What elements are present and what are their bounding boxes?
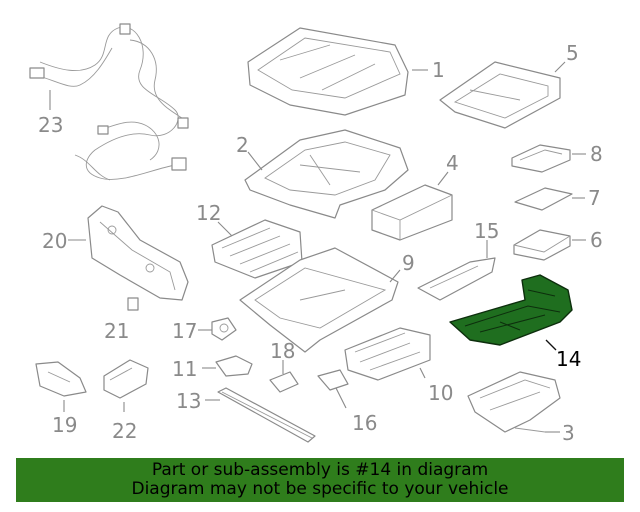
callout-5: 5 <box>566 41 579 65</box>
callout-2: 2 <box>236 133 249 157</box>
callout-22: 22 <box>112 419 137 443</box>
callout-9: 9 <box>402 251 415 275</box>
clip-part-21[interactable] <box>127 297 139 311</box>
switch-housing-part-19[interactable] <box>35 361 87 397</box>
callout-14: 14 <box>556 347 581 371</box>
spring-mat-part-12[interactable] <box>211 219 303 279</box>
leader-16 <box>335 387 347 409</box>
cushion-frame-part-2[interactable] <box>244 129 409 219</box>
callout-21: 21 <box>104 319 129 343</box>
callout-12: 12 <box>196 201 221 225</box>
callout-4: 4 <box>446 151 459 175</box>
wiring-harness-part-23[interactable] <box>29 23 189 181</box>
callout-10: 10 <box>428 381 453 405</box>
leader-10 <box>419 367 426 379</box>
callout-11: 11 <box>172 357 197 381</box>
leader-12 <box>217 221 233 237</box>
seat-frame-part-9[interactable] <box>239 247 399 353</box>
callout-8: 8 <box>590 142 603 166</box>
foam-pad-part-4[interactable] <box>371 184 453 241</box>
callout-6: 6 <box>590 228 603 252</box>
module-part-22[interactable] <box>103 359 149 399</box>
callout-15: 15 <box>474 219 499 243</box>
bracket-part-8[interactable] <box>511 144 571 173</box>
callout-13: 13 <box>176 389 201 413</box>
callout-18: 18 <box>270 339 295 363</box>
sensor-part-18[interactable] <box>269 371 299 393</box>
callout-16: 16 <box>352 411 377 435</box>
callout-23: 23 <box>38 113 63 137</box>
leader-2 <box>247 151 263 171</box>
callout-20: 20 <box>42 229 67 253</box>
tray-part-14-highlighted[interactable] <box>449 274 573 346</box>
callout-3: 3 <box>562 421 575 445</box>
info-banner: Part or sub-assembly is #14 in diagram D… <box>16 458 624 502</box>
track-rail-part-13[interactable] <box>217 387 316 443</box>
side-shield-part-20[interactable] <box>87 205 189 301</box>
leader-9 <box>389 269 401 283</box>
leader-4 <box>437 171 449 186</box>
adjuster-part-10[interactable] <box>344 327 431 381</box>
leader-14 <box>545 339 557 351</box>
block-part-6[interactable] <box>513 229 571 261</box>
trim-panel-part-5[interactable] <box>439 61 561 129</box>
lower-frame-part-3[interactable] <box>467 371 561 433</box>
actuator-part-16[interactable] <box>317 369 349 391</box>
motor-part-17[interactable] <box>211 317 237 341</box>
banner-line-2: Diagram may not be specific to your vehi… <box>131 479 509 499</box>
seat-parts-diagram: 23 1 5 2 4 8 7 <box>29 23 603 445</box>
seat-cushion-part-1[interactable] <box>247 27 409 116</box>
callout-1: 1 <box>432 58 445 82</box>
bracket-part-11[interactable] <box>215 355 253 377</box>
callout-7: 7 <box>588 186 601 210</box>
leader-5 <box>554 61 566 73</box>
pad-part-7[interactable] <box>514 187 573 211</box>
banner-line-1: Part or sub-assembly is #14 in diagram <box>151 460 489 480</box>
callout-17: 17 <box>172 319 197 343</box>
callout-19: 19 <box>52 413 77 437</box>
shield-part-15[interactable] <box>417 257 496 301</box>
